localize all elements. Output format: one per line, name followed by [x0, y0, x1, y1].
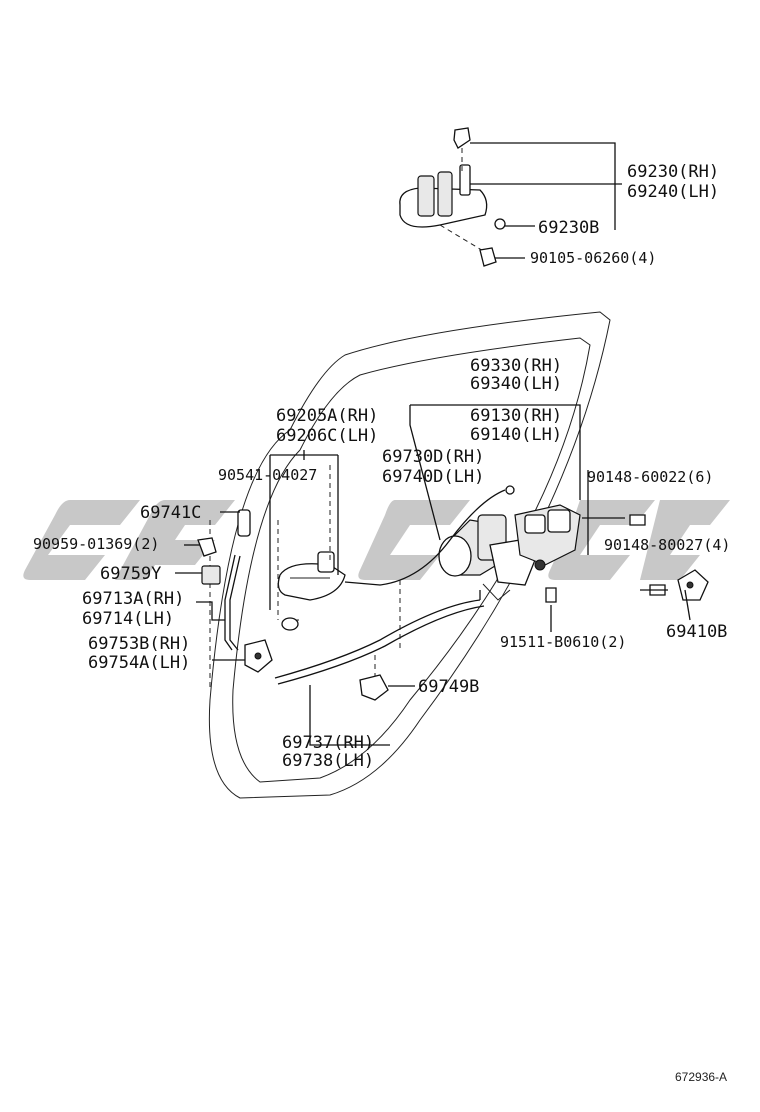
label-90148-80027: 90148-80027(4): [604, 536, 730, 554]
label-69730d-rh: 69730D(RH): [382, 447, 484, 467]
label-69205a-rh: 69205A(RH): [276, 406, 378, 426]
label-69340lh: 69340(LH): [470, 374, 562, 394]
label-69737-rh: 69737(RH): [282, 733, 374, 753]
label-69741c: 69741C: [140, 503, 201, 523]
door-outline: [208, 311, 611, 799]
label-69130rh: 69130(RH): [470, 406, 562, 426]
label-69740d-lh: 69740D(LH): [382, 467, 484, 487]
label-90148-60022: 90148-60022(6): [587, 468, 713, 486]
label-69759y: 69759Y: [100, 564, 161, 584]
label-69753b-rh: 69753B(RH): [88, 634, 190, 654]
label-69140lh: 69140(LH): [470, 425, 562, 445]
label-90959-01369: 90959-01369(2): [33, 535, 159, 553]
left-small-parts: [197, 509, 273, 673]
label-69230rh: 69230(RH): [627, 162, 719, 182]
label-69330rh: 69330(RH): [470, 356, 562, 376]
outside-handle-part: [277, 520, 346, 631]
label-69230b: 69230B: [538, 218, 599, 238]
label-69714-lh: 69714(LH): [82, 609, 174, 629]
label-69206c-lh: 69206C(LH): [276, 426, 378, 446]
label-69240lh: 69240(LH): [627, 182, 719, 202]
label-90541-04027: 90541-04027: [218, 466, 317, 484]
door-lock-assembly: [438, 504, 581, 601]
label-69410b: 69410B: [666, 622, 727, 642]
watermark-logo: [23, 500, 730, 580]
label-69713a-rh: 69713A(RH): [82, 589, 184, 609]
leader-lines: [175, 404, 691, 746]
reference-number: 672936-A: [675, 1070, 727, 1084]
label-69754a-lh: 69754A(LH): [88, 653, 190, 673]
label-69749b: 69749B: [418, 677, 479, 697]
label-91511-b0610: 91511-B0610(2): [500, 633, 626, 651]
inside-handle-part: [399, 127, 506, 267]
label-90105-06260: 90105-06260(4): [530, 249, 656, 267]
upper-leaders: [470, 142, 622, 259]
label-69738-lh: 69738(LH): [282, 751, 374, 771]
